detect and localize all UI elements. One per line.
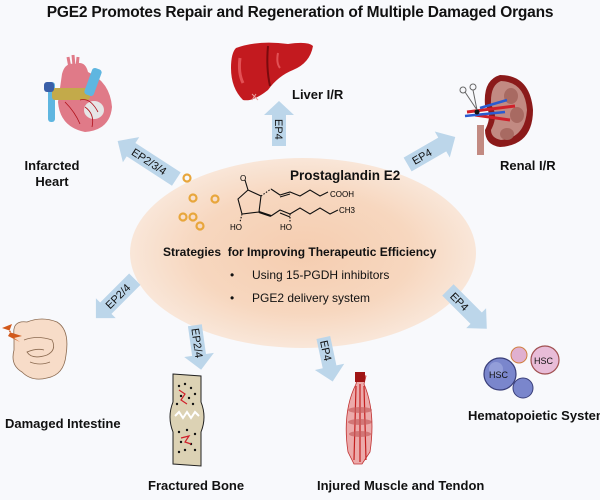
hsc-label-2: HSC (534, 356, 554, 366)
hydroxyl-label-2: HO (280, 223, 292, 232)
heart-icon (44, 54, 112, 132)
intestine-label: Damaged Intestine (5, 416, 121, 431)
muscle-label: Injured Muscle and Tendon (317, 478, 485, 493)
pge2-structure-diagram: O COOH CH3 HO HO (230, 174, 356, 232)
cooh-label: COOH (330, 190, 354, 199)
arrow-label-muscle: EP4 (317, 339, 333, 362)
strategy-item: • PGE2 delivery system (230, 291, 370, 305)
liver-label: Liver I/R (292, 87, 344, 102)
pge2-molecules-icon (178, 173, 220, 231)
ch3-label: CH3 (339, 206, 356, 215)
intestine-icon (2, 318, 68, 380)
receptor-arrow-muscle: EP4 (313, 336, 345, 382)
compound-name: Prostaglandin E2 (290, 168, 401, 183)
heart-label: Infarcted Heart (22, 158, 82, 190)
ketone-label: O (240, 174, 246, 183)
arrow-label-liver: EP4 (272, 119, 284, 140)
heart-label-line2: Heart (35, 174, 69, 189)
receptor-arrow-kidney: EP4 (403, 131, 459, 172)
hsc-label-1: HSC (489, 370, 509, 380)
strategies-heading: Strategies for Improving Therapeutic Eff… (163, 245, 436, 259)
hematopoietic-cells-icon: HSC HSC (483, 345, 560, 399)
receptor-arrow-intestine: EP2/4 (88, 273, 143, 319)
bone-icon (169, 373, 205, 467)
central-ellipse (130, 158, 476, 348)
strategy-item: • Using 15-PGDH inhibitors (230, 268, 389, 282)
receptor-arrow-heart: EP2/3/4 (112, 137, 182, 186)
receptor-arrow-liver: EP4 (264, 101, 294, 146)
strategies-heading-part2: for Improving Therapeutic Efficiency (227, 245, 437, 259)
muscle-icon (345, 372, 373, 465)
receptor-arrow-hematopoietic: EP4 (440, 284, 495, 329)
hematopoietic-label: Hematopoietic System (468, 408, 600, 423)
receptor-arrow-bone: EP2/4 (183, 324, 214, 370)
bone-label: Fractured Bone (148, 478, 245, 493)
bullet-icon: • (230, 291, 235, 305)
hydroxyl-label-1: HO (230, 223, 242, 232)
strategy-text: Using 15-PGDH inhibitors (252, 268, 390, 282)
kidney-icon (459, 75, 533, 155)
arrow-label-intestine: EP2/4 (104, 282, 134, 312)
liver-icon (231, 42, 313, 101)
strategy-text: PGE2 delivery system (252, 291, 371, 305)
bullet-icon: • (230, 268, 235, 282)
arrow-label-bone: EP2/4 (188, 327, 204, 358)
figure-title: PGE2 Promotes Repair and Regeneration of… (46, 4, 554, 21)
heart-label-line1: Infarcted (24, 158, 80, 173)
strategies-heading-part1: Strategies (163, 245, 222, 259)
kidney-label: Renal I/R (500, 158, 556, 173)
